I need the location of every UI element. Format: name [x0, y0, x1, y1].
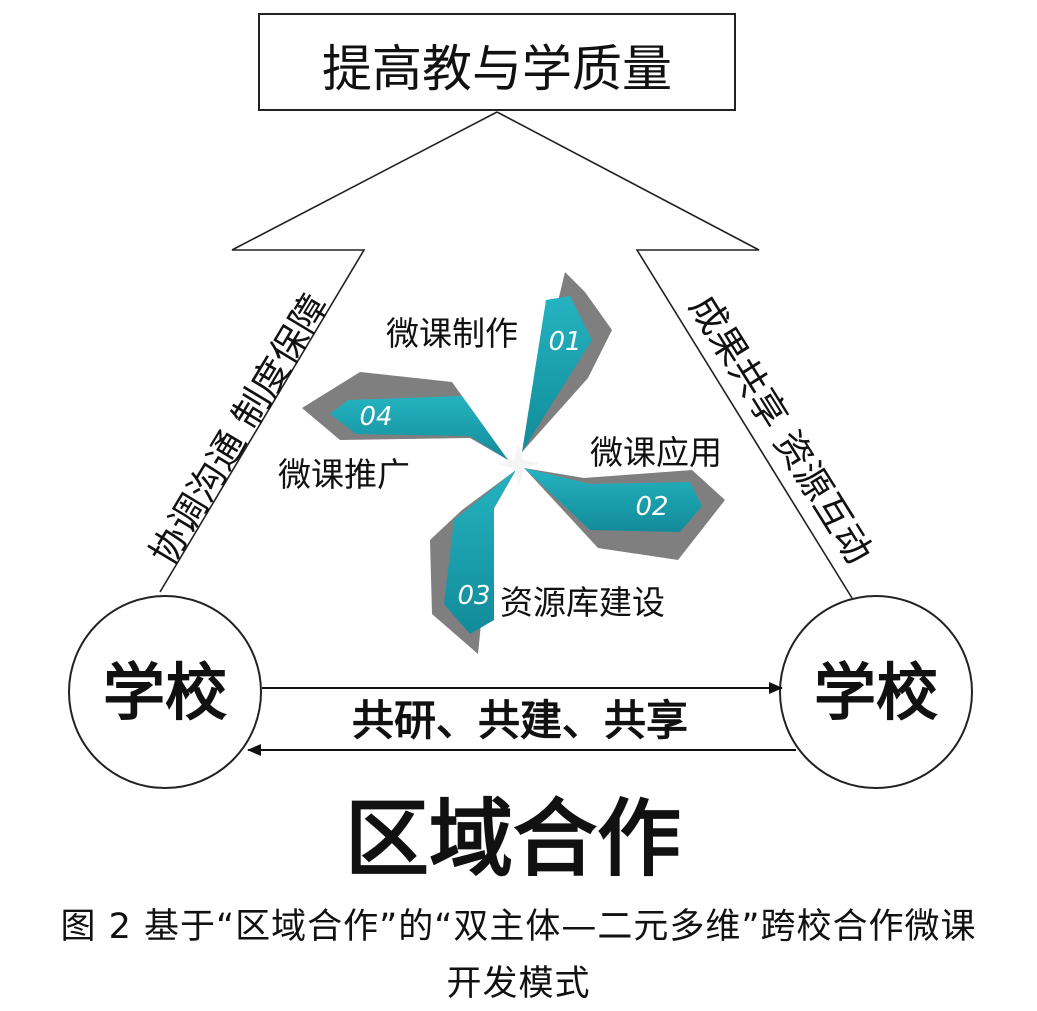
left-school-label: 学校 — [103, 656, 227, 729]
blade-01-face — [522, 296, 592, 452]
blade-03-face — [444, 470, 516, 634]
blade-02-face — [524, 468, 702, 532]
blade-04-label: 微课推广 — [278, 455, 410, 494]
bottom-title: 区域合作 — [345, 789, 681, 880]
blade-03-label: 资源库建设 — [500, 583, 665, 622]
blade-01-label: 微课制作 — [386, 314, 518, 353]
top-box-label: 提高教与学质量 — [322, 40, 672, 98]
figure-caption-line-1: 图 2 基于“区域合作”的“双主体—二元多维”跨校合作微课 — [60, 907, 977, 947]
blade-02-number: 02 — [635, 492, 668, 522]
blade-02-label: 微课应用 — [590, 433, 722, 472]
big-up-arrow — [159, 111, 853, 599]
blade-03-number: 03 — [457, 581, 490, 611]
pinwheel-center — [497, 444, 540, 486]
blade-01-number: 01 — [548, 327, 581, 357]
right-side-label: 成果共享 资源互动 — [681, 287, 881, 571]
diagram-canvas: 提高教与学质量 协调沟通 制度保障 成果共享 资源互动 01 02 03 04 — [68, 13, 973, 880]
left-side-label: 协调沟通 制度保障 — [142, 287, 337, 573]
blade-04-number: 04 — [359, 402, 392, 432]
blade-01: 01 — [522, 272, 612, 452]
blade-02: 02 — [524, 468, 725, 560]
blade-04: 04 — [302, 372, 508, 460]
arrow-label: 共研、共建、共享 — [352, 696, 688, 745]
pinwheel: 01 02 03 04 微课制作 微课应用 资源库建设 微课推广 — [278, 272, 725, 654]
blade-03: 03 — [430, 470, 516, 654]
top-box — [258, 13, 736, 111]
right-school-label: 学校 — [814, 656, 938, 729]
blade-04-face — [330, 396, 508, 460]
figure-caption-line-2: 开发模式 — [446, 964, 591, 1004]
left-school-circle — [68, 595, 262, 789]
